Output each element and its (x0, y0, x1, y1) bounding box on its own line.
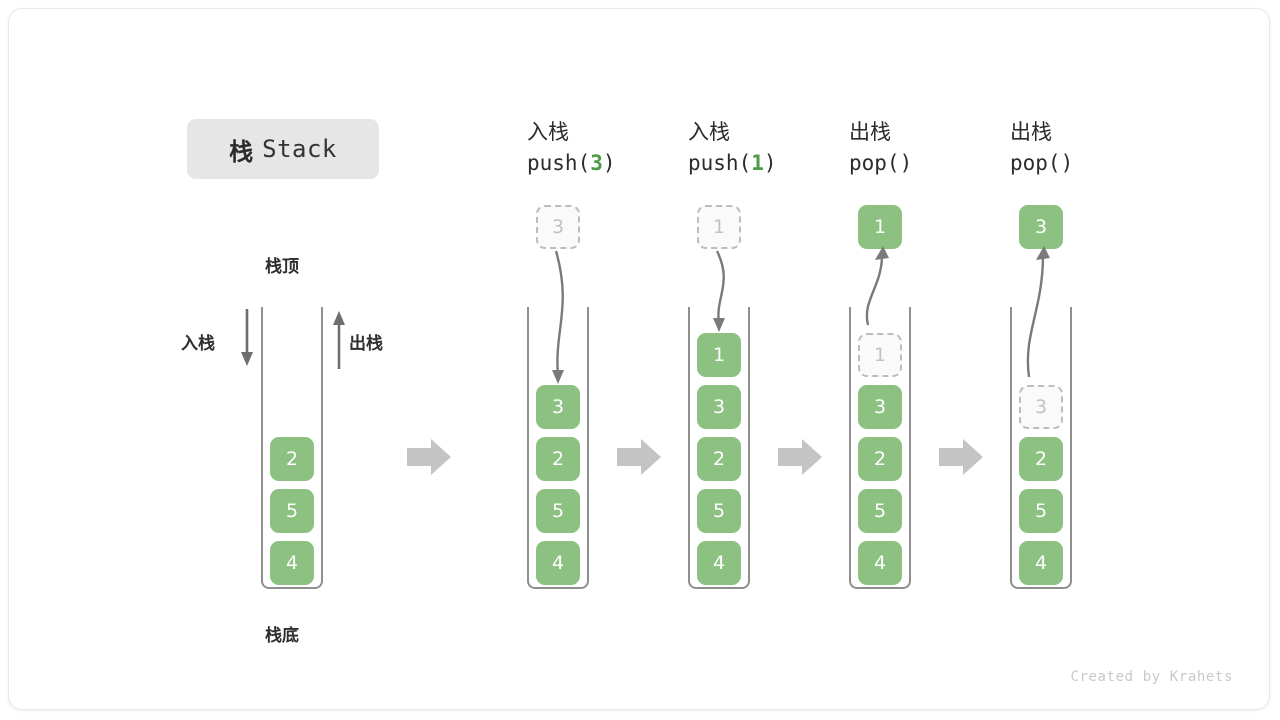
step-separator-arrow-icon (778, 439, 822, 475)
stack-cell: 1 (697, 333, 741, 377)
column-operation-code: pop() (1010, 151, 1074, 175)
column-operation-code: push(1) (688, 151, 777, 175)
stack-cell: 4 (858, 541, 902, 585)
incoming-element-ghost: 1 (697, 205, 741, 249)
credit-footer: Created by Krahets (1070, 669, 1233, 685)
stack-cell-ghost: 1 (858, 333, 902, 377)
pop-arrow-icon (1026, 246, 1050, 378)
column-operation-code: pop() (849, 151, 913, 175)
overview-stack-container (261, 307, 323, 589)
column-operation-cn: 出栈 (849, 120, 891, 144)
stack-cell-ghost: 3 (1019, 385, 1063, 429)
stack-cell: 4 (1019, 541, 1063, 585)
diagram-title-badge: 栈 Stack (187, 119, 379, 179)
stack-container (849, 307, 911, 589)
incoming-element-ghost: 3 (536, 205, 580, 249)
stack-cell: 4 (536, 541, 580, 585)
stack-cell: 5 (697, 489, 741, 533)
stack-cell: 5 (858, 489, 902, 533)
stack-container (688, 307, 750, 589)
column-operation-arg: 3 (590, 151, 603, 175)
title-chinese: 栈 (229, 137, 254, 166)
overview-pop-arrow-icon (333, 311, 345, 369)
stack-cell: 5 (270, 489, 314, 533)
stack-cell: 2 (270, 437, 314, 481)
pop-arrow-icon (865, 246, 889, 326)
stack-cell: 2 (536, 437, 580, 481)
step-separator-arrow-icon (939, 439, 983, 475)
column-title: 出栈 pop() (849, 117, 912, 179)
column-operation-arg: 1 (751, 151, 764, 175)
popped-element: 3 (1019, 205, 1063, 249)
stack-cell: 5 (1019, 489, 1063, 533)
column-operation-cn: 入栈 (688, 120, 730, 144)
title-english: Stack (262, 135, 337, 163)
column-title: 入栈 push(3) (527, 117, 616, 179)
stack-container (527, 307, 589, 589)
overview-push-label: 入栈 (181, 334, 215, 354)
stack-cell: 3 (697, 385, 741, 429)
stack-cell: 2 (858, 437, 902, 481)
push-arrow-icon (552, 250, 564, 384)
stack-cell: 3 (858, 385, 902, 429)
stack-cell: 5 (536, 489, 580, 533)
step-separator-arrow-icon (617, 439, 661, 475)
stack-cell: 4 (270, 541, 314, 585)
step-separator-arrow-icon (407, 439, 451, 475)
overview-pop-label: 出栈 (349, 334, 383, 354)
stack-top-label: 栈顶 (265, 257, 299, 277)
popped-element: 1 (858, 205, 902, 249)
stack-cell: 3 (536, 385, 580, 429)
stack-bottom-label: 栈底 (265, 626, 299, 646)
column-title: 入栈 push(1) (688, 117, 777, 179)
stack-cell: 4 (697, 541, 741, 585)
overview-push-arrow-icon (241, 309, 253, 366)
column-operation-cn: 出栈 (1010, 120, 1052, 144)
push-arrow-icon (713, 250, 725, 332)
stack-cell: 2 (1019, 437, 1063, 481)
column-operation-code: push(3) (527, 151, 616, 175)
column-operation-cn: 入栈 (527, 120, 569, 144)
stack-cell: 2 (697, 437, 741, 481)
stack-container (1010, 307, 1072, 589)
column-title: 出栈 pop() (1010, 117, 1073, 179)
